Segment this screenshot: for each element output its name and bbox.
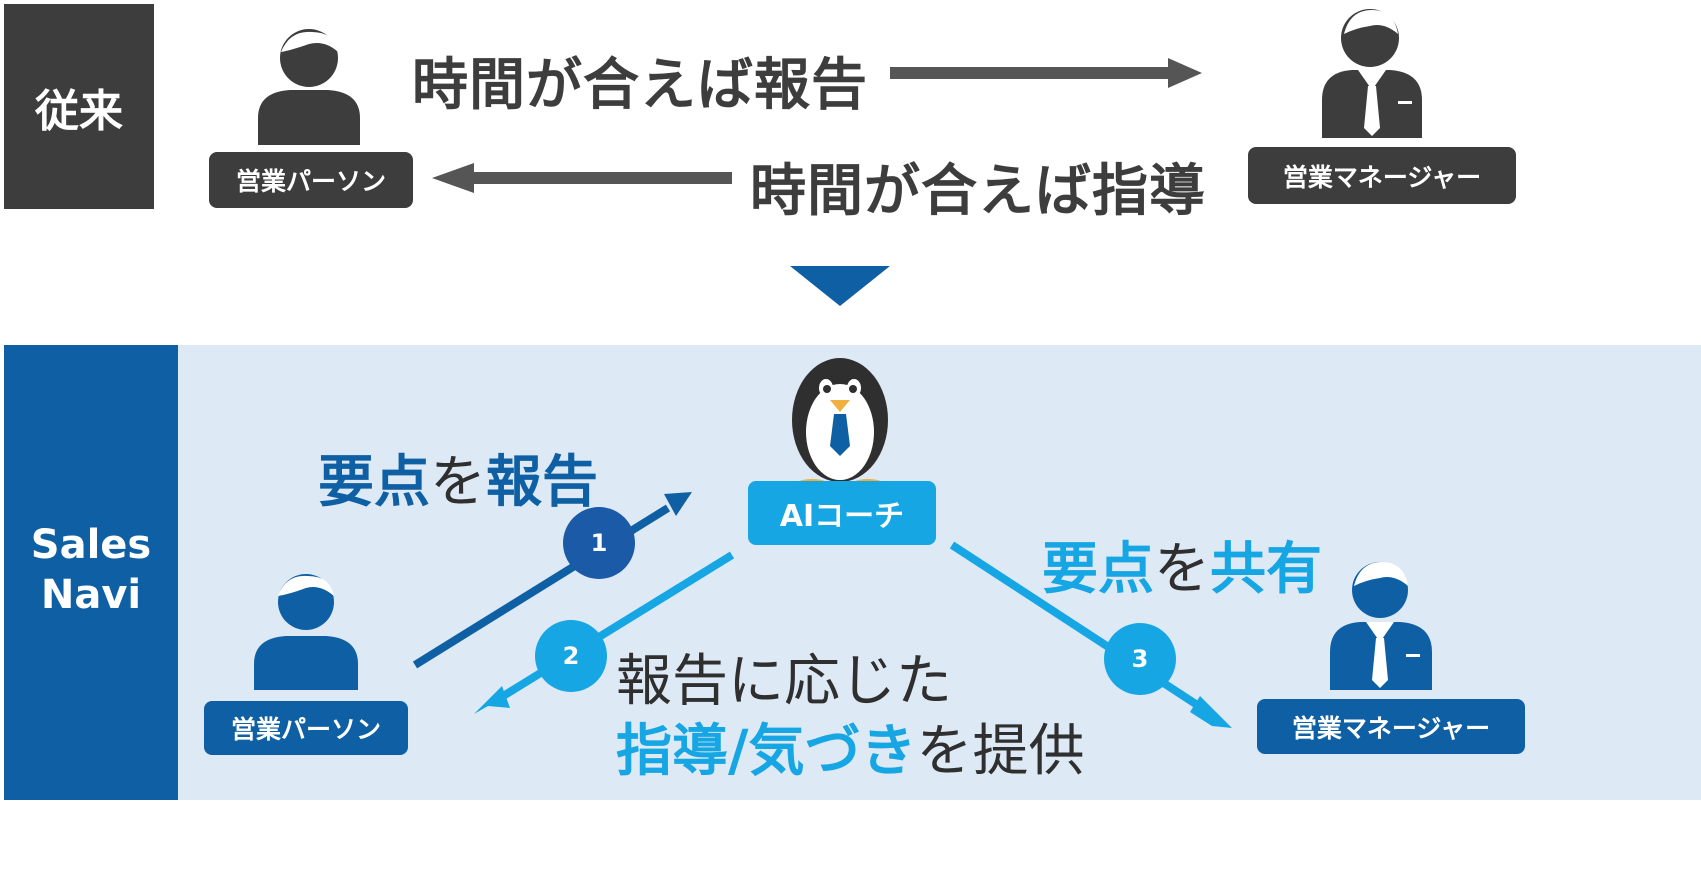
manager-label: 営業マネージャー xyxy=(1257,699,1525,754)
person-label: 営業パーソン xyxy=(209,152,413,208)
person-label: 営業パーソン xyxy=(204,701,408,755)
step1-accent1: 要点 xyxy=(318,450,430,515)
manager-icon xyxy=(1330,562,1432,690)
step2-line2: 指導/気づきを提供 xyxy=(616,706,1084,787)
salesnavi-side-label: Sales Navi xyxy=(4,520,178,620)
person-icon xyxy=(254,574,358,690)
salesnavi-side-box xyxy=(4,345,178,800)
ai-coach-label: AIコーチ xyxy=(748,481,936,545)
step1-accent2: 報告 xyxy=(486,450,598,515)
person-icon xyxy=(258,29,360,145)
step3-accent2: 共有 xyxy=(1210,537,1322,602)
step1-badge: 1 xyxy=(563,507,635,579)
salesnavi-side-label-line2: Navi xyxy=(40,572,142,618)
step2-badge: 2 xyxy=(535,620,607,692)
salesnavi-side-label-line1: Sales xyxy=(30,522,152,568)
step1-particle: を xyxy=(430,450,486,515)
step3-particle: を xyxy=(1154,537,1210,602)
arrow-left-icon xyxy=(432,163,732,193)
step2-accent: 指導/気づき xyxy=(616,719,917,784)
step3-caption: 要点を共有 xyxy=(1042,524,1322,605)
arrow-right-icon xyxy=(890,58,1202,88)
conventional-side-label: 従来 xyxy=(35,85,123,137)
manager-label: 営業マネージャー xyxy=(1248,147,1516,204)
step2-arrow xyxy=(474,551,735,714)
step2-line1: 報告に応じた xyxy=(616,649,952,714)
conventional-side-box xyxy=(4,4,154,209)
guidance-text: 時間が合えば指導 xyxy=(750,159,1206,224)
chevron-down-icon xyxy=(790,266,890,306)
step2-tail: を提供 xyxy=(916,719,1085,784)
step1-caption: 要点を報告 xyxy=(318,437,598,518)
report-text: 時間が合えば報告 xyxy=(412,53,868,118)
step3-accent1: 要点 xyxy=(1042,537,1154,602)
manager-icon xyxy=(1322,9,1422,138)
step3-badge: 3 xyxy=(1104,623,1176,695)
